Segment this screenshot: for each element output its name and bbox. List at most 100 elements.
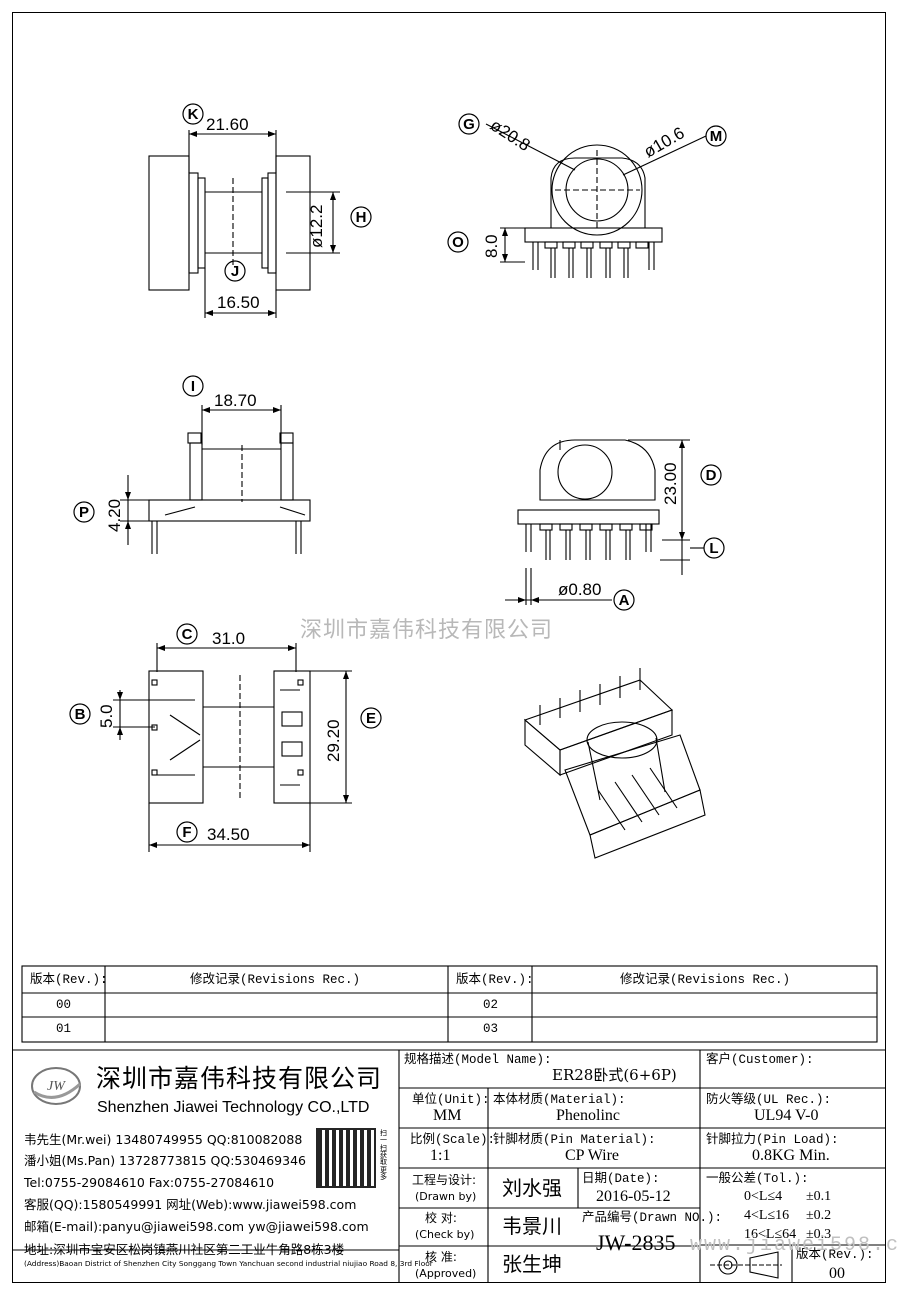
bubble-b: B	[75, 706, 86, 723]
tolerance-label: 一般公差(Tol.):	[706, 1172, 809, 1186]
check-label-en: (Check by)	[415, 1228, 475, 1241]
logo-text: JW	[47, 1079, 66, 1094]
dim-e: 29.20	[324, 719, 343, 762]
pin-load-label: 针脚拉力(Pin Load):	[706, 1133, 839, 1147]
dim-i: 18.70	[214, 391, 257, 410]
tol-range-1: 0<L≤4	[744, 1189, 783, 1204]
bubble-l: L	[709, 540, 718, 557]
view-side-top	[148, 130, 340, 318]
rev-row-1-rev: 00	[56, 998, 72, 1012]
drawn-label: 工程与设计:	[412, 1173, 477, 1187]
tol-range-3: 16<L≤64	[744, 1227, 797, 1242]
drawno-value: JW-2835	[596, 1230, 676, 1255]
watermark-text: 深圳市嘉伟科技有限公司	[300, 618, 554, 643]
address-en: (Address)Baoan District of Shenzhen City…	[24, 1259, 433, 1268]
view-end-top	[485, 123, 707, 278]
contact-pan: 潘小姐(Ms.Pan) 13728773815 QQ:530469346	[24, 1153, 306, 1168]
material-value: Phenolinc	[556, 1107, 620, 1124]
dim-d: 23.00	[661, 462, 680, 505]
dim-o: 8.0	[482, 234, 501, 258]
date-label: 日期(Date):	[582, 1172, 660, 1186]
rev-header-2: 修改记录(Revisions Rec.)	[190, 973, 361, 987]
bubble-i: I	[191, 378, 195, 395]
dim-h: ø12.2	[307, 205, 326, 248]
dimension-labels: 21.60 ø12.2 16.50 ø20.8 ø10.6 8.0 18.70 …	[97, 115, 688, 844]
bubble-g: G	[463, 116, 475, 133]
check-label: 校 对:	[425, 1211, 457, 1225]
date-value: 2016-05-12	[596, 1188, 671, 1205]
drawn-value: 刘水强	[502, 1176, 562, 1200]
ul-label: 防火等级(UL Rec.):	[706, 1093, 832, 1107]
bubble-p: P	[79, 504, 89, 521]
rev-row-2-rev2: 03	[483, 1022, 499, 1036]
bubble-c: C	[182, 626, 193, 643]
dim-c: 31.0	[212, 629, 245, 648]
bubble-d: D	[706, 467, 717, 484]
check-value: 韦景川	[502, 1214, 562, 1238]
view-bottom	[113, 643, 352, 852]
dim-a: ø0.80	[558, 580, 601, 599]
rev-header-1: 版本(Rev.):	[30, 973, 108, 987]
bubble-h: H	[356, 209, 367, 226]
bubble-o: O	[452, 234, 464, 251]
company-name-cn: 深圳市嘉伟科技有限公司	[96, 1064, 383, 1093]
rev-label: 版本(Rev.):	[796, 1248, 874, 1262]
tol-value-2: ±0.2	[806, 1208, 832, 1223]
bubble-e: E	[366, 710, 376, 727]
approved-value: 张生坤	[502, 1252, 562, 1276]
scale-label: 比例(Scale):	[410, 1133, 496, 1147]
company-logo: JW	[28, 1062, 84, 1110]
unit-value: MM	[433, 1107, 462, 1124]
bubble-a: A	[619, 592, 630, 609]
dim-p: 4.20	[105, 499, 124, 532]
pin-material-value: CP Wire	[565, 1147, 620, 1164]
corner-watermark: www.jiawei598.com	[690, 1234, 900, 1257]
bubble-f: F	[182, 824, 191, 841]
qr-side-text: 扫一扫 获取更多	[380, 1129, 387, 1182]
contact-web: 客服(QQ):1580549991 网址(Web):www.jiawei598.…	[24, 1197, 357, 1212]
bubble-j: J	[231, 263, 239, 280]
material-label: 本体材质(Material):	[493, 1093, 626, 1107]
pin-load-value: 0.8KG Min.	[752, 1147, 830, 1164]
contact-tel: Tel:0755-29084610 Fax:0755-27084610	[24, 1175, 275, 1190]
address-cn: 地址:深圳市宝安区松岗镇燕川社区第二工业牛角路8栋3楼	[24, 1242, 345, 1257]
rev-row-1-rev2: 02	[483, 998, 499, 1012]
contact-email: 邮箱(E-mail):panyu@jiawei598.com yw@jiawei…	[24, 1219, 369, 1234]
dim-f: 34.50	[207, 825, 250, 844]
tol-value-3: ±0.3	[806, 1227, 832, 1242]
dim-g: ø20.8	[487, 115, 534, 155]
rev-row-2-rev: 01	[56, 1022, 72, 1036]
rev-header-3: 版本(Rev.):	[456, 973, 534, 987]
projection-symbol-icon	[710, 1251, 782, 1279]
view-isometric	[523, 668, 706, 859]
view-front-middle	[120, 405, 311, 554]
model-label: 规格描述(Model Name):	[404, 1053, 552, 1067]
drawn-label-en: (Drawn by)	[415, 1190, 477, 1203]
bubble-letters: K H J G M O I P D L A C B E F	[75, 106, 723, 841]
approved-label-en: (Approved)	[415, 1267, 477, 1280]
scale-value: 1:1	[430, 1147, 451, 1164]
ul-value: UL94 V-0	[754, 1107, 819, 1124]
customer-label: 客户(Customer):	[706, 1053, 814, 1067]
bubble-k: K	[188, 106, 199, 123]
company-name-en: Shenzhen Jiawei Technology CO.,LTD	[97, 1099, 370, 1116]
bubble-circles	[69, 103, 727, 843]
dim-b: 5.0	[97, 704, 116, 728]
unit-label: 单位(Unit):	[412, 1093, 490, 1107]
rev-header-4: 修改记录(Revisions Rec.)	[620, 973, 791, 987]
dim-j: 16.50	[217, 293, 260, 312]
revision-table-lines	[21, 965, 878, 1043]
qr-code-icon	[316, 1128, 376, 1188]
title-block-lines	[12, 1049, 886, 1283]
tol-value-1: ±0.1	[806, 1189, 832, 1204]
model-value: ER28卧式(6+6P)	[552, 1066, 677, 1084]
view-end-middle	[505, 439, 704, 605]
approved-label: 核 准:	[425, 1250, 457, 1264]
bubble-m: M	[710, 128, 723, 145]
dim-k: 21.60	[206, 115, 249, 134]
drawno-label: 产品编号(Drawn NO.):	[582, 1211, 723, 1225]
contact-wei: 韦先生(Mr.wei) 13480749955 QQ:810082088	[24, 1132, 303, 1147]
dimension-arrows	[117, 131, 685, 848]
drawing-frame	[12, 12, 886, 1283]
